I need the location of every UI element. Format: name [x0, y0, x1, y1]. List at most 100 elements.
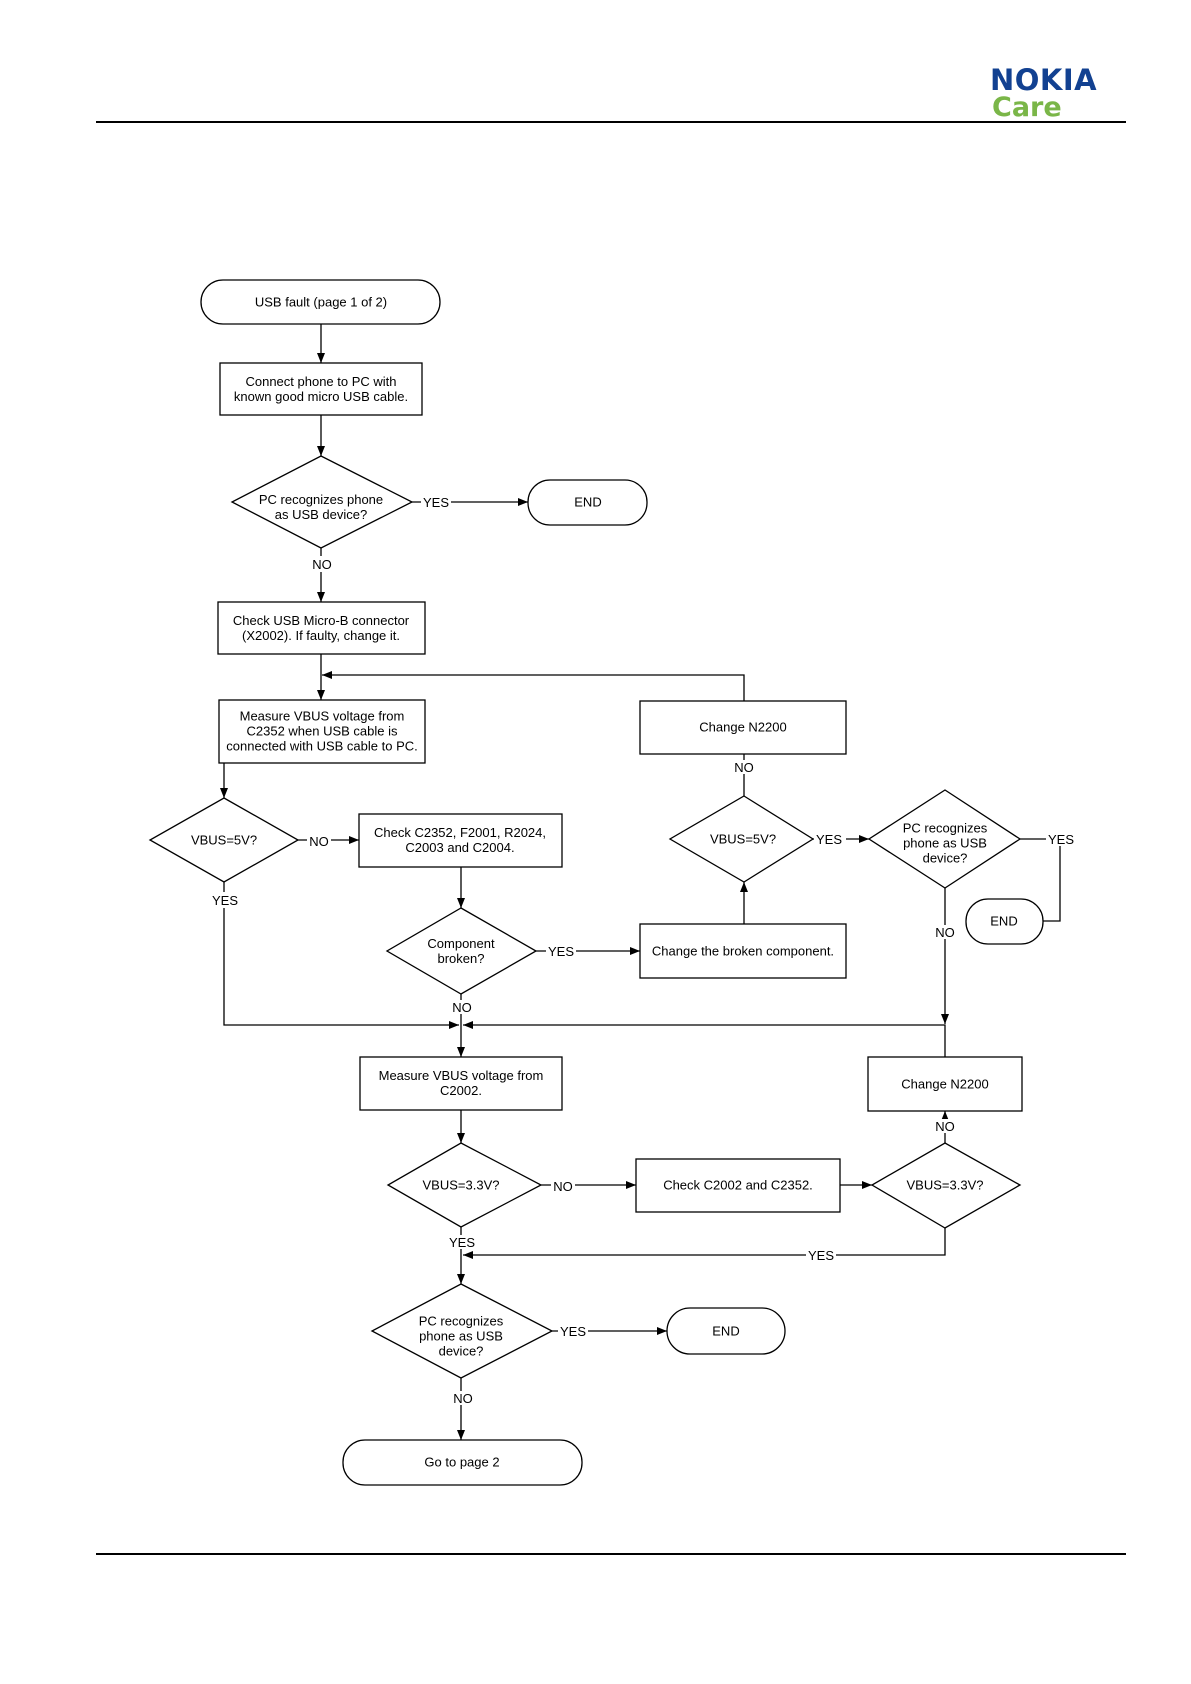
label-q-vbus5-left-no: NO: [307, 834, 331, 849]
flowchart-element: [450, 1000, 474, 1014]
flowchart-element: [546, 944, 576, 958]
edge-change-n2200-bottom-to-merge: [463, 1021, 946, 1057]
flowchart-element: [307, 834, 331, 848]
end-2-terminal: [965, 898, 1044, 945]
node-text-line: Check C2352, F2001, R2024,: [374, 825, 546, 840]
edge-label-text: NO: [452, 1000, 472, 1015]
q-vbus5-left-diamond: [148, 797, 300, 883]
node-text-line: Change N2200: [901, 1077, 988, 1092]
node-text-line: device?: [923, 851, 968, 866]
q-broken-diamond: [385, 907, 538, 995]
edge-q-vbus33-right-yes-back: [463, 1228, 946, 1259]
start-terminal: [200, 279, 441, 325]
node-text-line: VBUS=3.3V?: [907, 1178, 984, 1193]
q-recognize-3-diamond: [370, 1283, 554, 1379]
change-broken-text: Change the broken component.: [652, 944, 834, 959]
node-text-line: Component: [427, 936, 495, 951]
label-q-vbus33-left-yes: YES: [447, 1235, 477, 1250]
flowchart-element: [210, 892, 240, 908]
edge-label-text: NO: [935, 925, 955, 940]
connect-box: [219, 362, 423, 416]
node-text-line: known good micro USB cable.: [234, 389, 408, 404]
flowchart-element: [447, 1235, 477, 1249]
node-text-line: PC recognizes: [903, 821, 988, 836]
flowchart-element: [551, 1179, 575, 1193]
flowchart-element: [421, 494, 451, 510]
flowchart-element: [1046, 832, 1076, 846]
edge-q-recognize2-end2: [1020, 838, 1061, 925]
label-q1-no: NO: [310, 556, 334, 572]
label-q-vbus5-right-yes: YES: [814, 832, 846, 847]
node-text-line: PC recognizes phone: [259, 492, 383, 507]
end-3-text: END: [712, 1324, 739, 1339]
node-text-line: phone as USB: [903, 836, 987, 851]
flowchart-element: [732, 760, 756, 774]
label-q-recognize-3-yes: YES: [558, 1324, 588, 1339]
flowchart-element: [933, 1119, 957, 1133]
change-n2200-bottom-text: Change N2200: [901, 1077, 988, 1092]
node-text-line: Connect phone to PC with: [245, 374, 396, 389]
node-text-line: phone as USB: [419, 1329, 503, 1344]
edge-label-text: YES: [808, 1248, 834, 1263]
edge-change-n2200-top-loop: [322, 671, 745, 701]
label-q-vbus5-right-no: NO: [732, 760, 756, 775]
q-recognize-2-diamond: [867, 789, 1022, 889]
q-vbus33-right-text: VBUS=3.3V?: [907, 1178, 984, 1193]
edge-label-text: NO: [312, 557, 332, 572]
node-text-line: END: [574, 495, 601, 510]
node-text-line: (X2002). If faulty, change it.: [242, 628, 400, 643]
label-q1-yes: YES: [421, 494, 451, 510]
check-components-text: Check C2352, F2001, R2024,C2003 and C200…: [374, 825, 546, 855]
node-text-line: VBUS=3.3V?: [423, 1178, 500, 1193]
change-n2200-top-text: Change N2200: [699, 720, 786, 735]
node-text-line: connected with USB cable to PC.: [226, 739, 418, 754]
node-text-line: Go to page 2: [424, 1455, 499, 1470]
node-text-line: Check USB Micro-B connector: [233, 613, 410, 628]
flowchart-element: [806, 1248, 836, 1262]
node-text-line: USB fault (page 1 of 2): [255, 295, 387, 310]
node-text-line: Check C2002 and C2352.: [663, 1178, 813, 1193]
flowchart-element: [558, 1324, 588, 1338]
measure-c2002-box: [359, 1056, 563, 1111]
edge-label-text: YES: [1048, 832, 1074, 847]
edge-label-text: NO: [453, 1391, 473, 1406]
edge-label-text: NO: [553, 1179, 573, 1194]
flowchart-element: [148, 279, 1044, 1486]
end-3-terminal: [666, 1307, 786, 1355]
q-vbus5-right-diamond: [668, 795, 815, 883]
edge-label-text: YES: [560, 1324, 586, 1339]
edge-q-vbus5-left-yes-merge: [223, 882, 459, 1029]
logo-brand: NOKIA: [990, 63, 1098, 97]
node-text-line: Measure VBUS voltage from: [240, 709, 405, 724]
edge-label-text: YES: [449, 1235, 475, 1250]
label-q-recognize-2-no: NO: [933, 925, 957, 940]
edge-label-text: NO: [734, 760, 754, 775]
goto-page2-text: Go to page 2: [424, 1455, 499, 1470]
node-text-line: Change N2200: [699, 720, 786, 735]
header-rule: [96, 121, 1126, 123]
node-text-line: C2352 when USB cable is: [246, 724, 398, 739]
node-text-line: device?: [439, 1344, 484, 1359]
flowchart-element: [814, 832, 846, 846]
check-connector-box: [217, 601, 426, 655]
node-text-line: broken?: [438, 951, 485, 966]
label-q-vbus33-left-no: NO: [551, 1179, 575, 1194]
node-text-line: END: [990, 914, 1017, 929]
check-c2002-box: [635, 1158, 841, 1213]
node-text-line: Measure VBUS voltage from: [379, 1068, 544, 1083]
check-connector-text: Check USB Micro-B connector(X2002). If f…: [233, 613, 410, 643]
edge-label-text: YES: [548, 944, 574, 959]
node-text-line: VBUS=5V?: [191, 833, 257, 848]
node-text-line: C2002.: [440, 1083, 482, 1098]
label-q-broken-yes: YES: [546, 944, 576, 959]
node-text-line: C2003 and C2004.: [405, 840, 514, 855]
end-1-terminal: [527, 479, 648, 526]
footer-rule: [96, 1553, 1126, 1555]
